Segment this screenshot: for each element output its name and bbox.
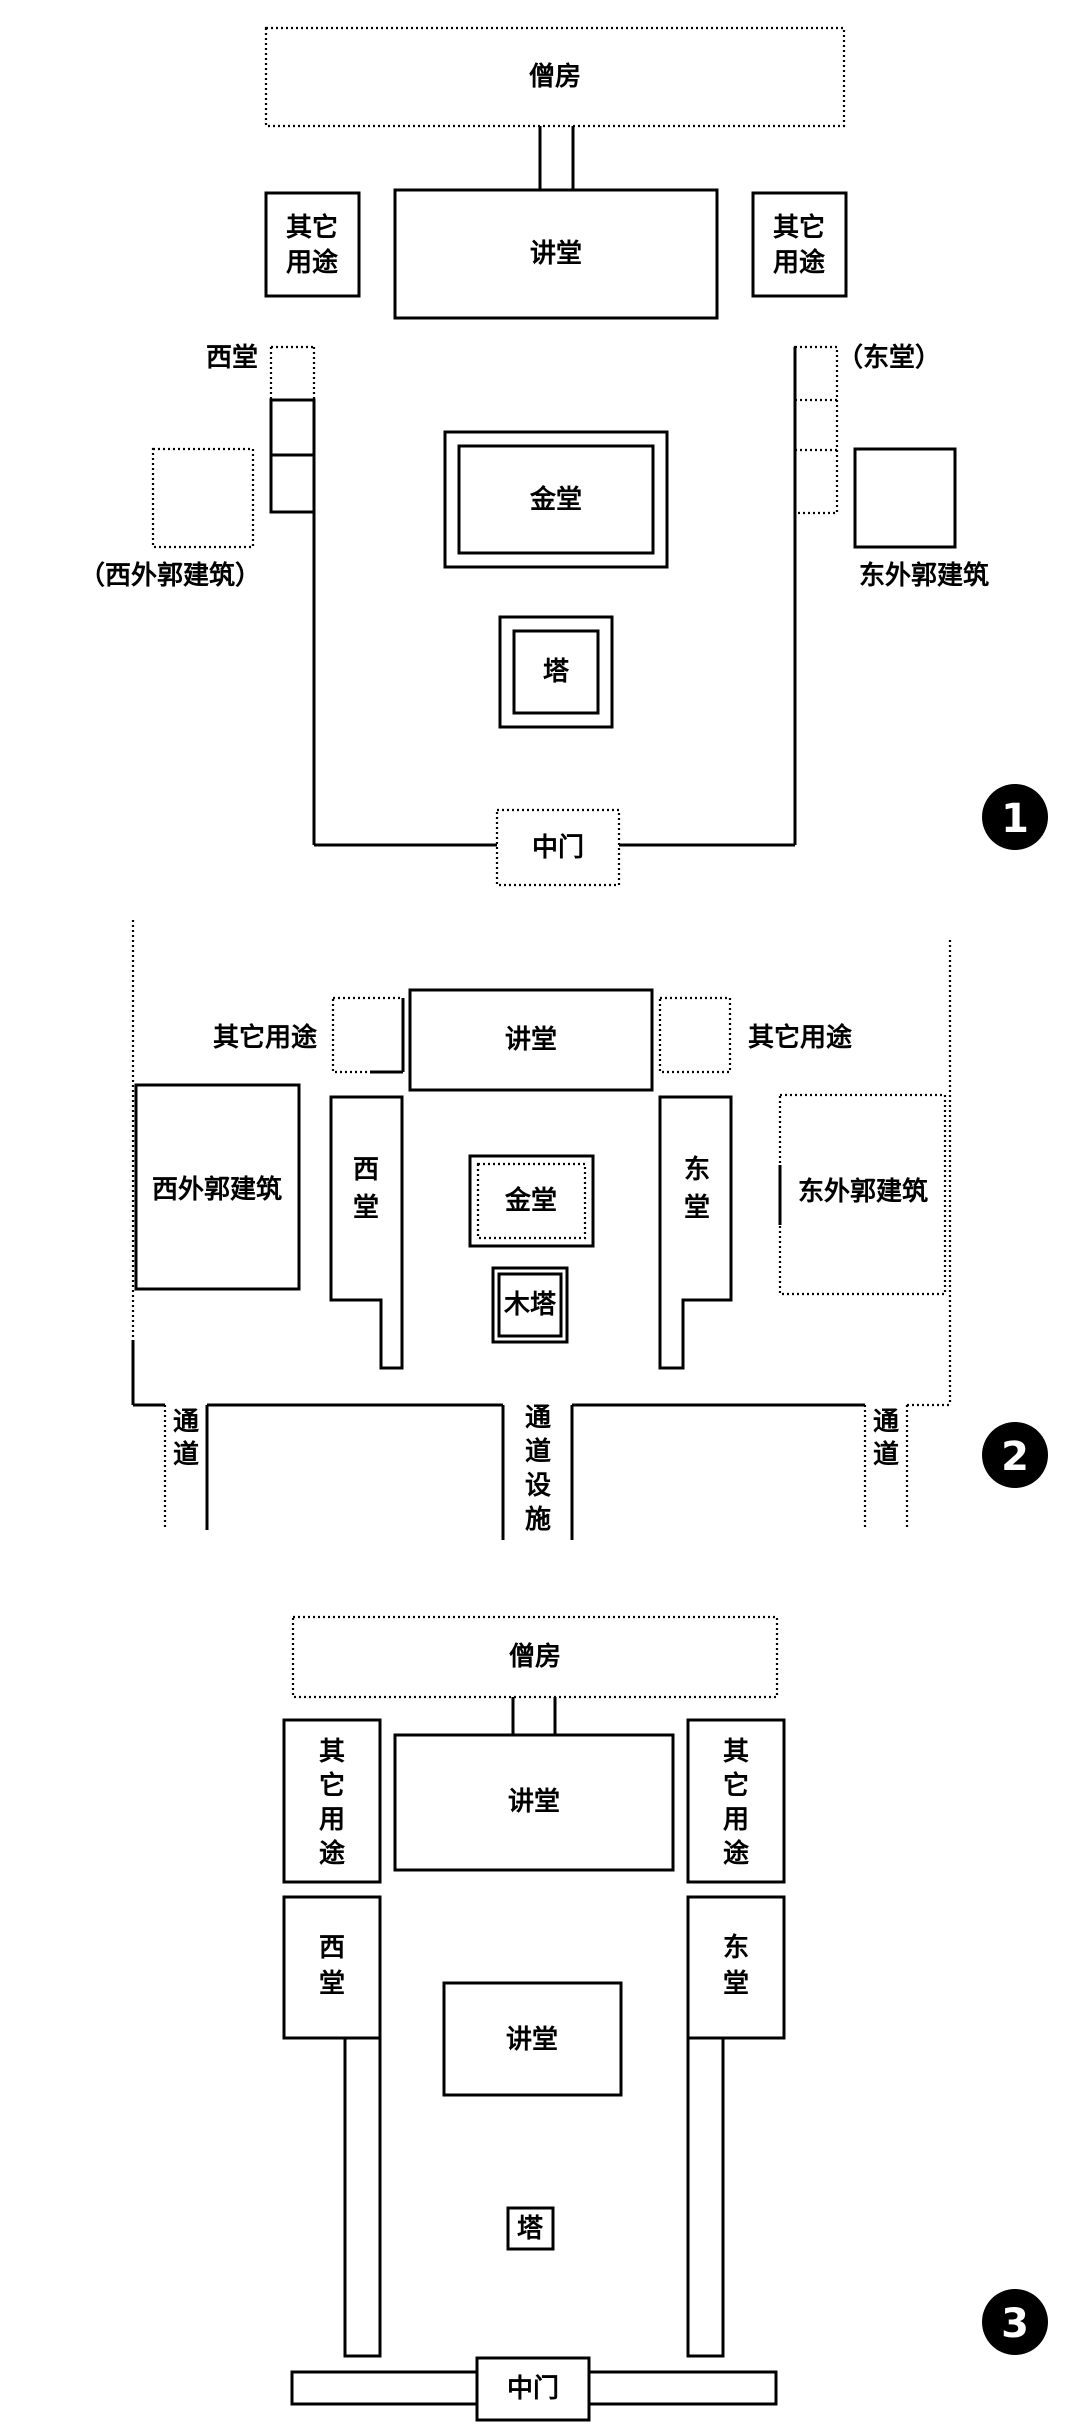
d1-west-hall-label: 西堂 — [206, 343, 258, 373]
d2-east-hall — [658, 1095, 733, 1370]
d3-other-right-line2: 它 — [723, 1770, 749, 1801]
d2-west-outer-building — [134, 1083, 301, 1291]
d2-passage-facility-line4: 施 — [525, 1504, 551, 1535]
d3-other-left-line3: 用 — [319, 1805, 345, 1835]
d1-east-corridor — [793, 345, 839, 515]
d3-west-hall — [282, 1895, 382, 2040]
d2-passage-facility-line2: 道 — [525, 1436, 551, 1467]
d3-west-corridor — [343, 2036, 382, 2358]
d1-other-right-line1: 其它 — [773, 212, 825, 243]
d3-east-corridor — [686, 2036, 725, 2358]
d3-middle-gate — [475, 2356, 591, 2422]
d2-number-badge — [982, 1422, 1048, 1488]
d1-other-left-line1: 其它 — [286, 212, 338, 243]
d3-east-hall — [686, 1895, 786, 2040]
d3-center-hall — [442, 1981, 623, 2097]
d3-east-hall-line1: 东 — [723, 1932, 749, 1963]
d1-west-outer-label: （西外郭建筑） — [79, 560, 261, 591]
d2-passage-left-line1: 通 — [173, 1407, 199, 1437]
diagram-2: 其它用途 其它用途 讲堂 西外郭建筑 东外郭建筑 西 堂 东 堂 金堂 木塔 通… — [131, 920, 1048, 1540]
d2-east-outer-building — [778, 1093, 947, 1296]
d3-lecture-hall-label: 讲堂 — [508, 1787, 560, 1817]
d1-golden-hall-inner — [457, 444, 655, 555]
d3-number-badge — [982, 2289, 1048, 2355]
d3-east-hall-line2: 堂 — [723, 1969, 749, 1999]
d3-other-right-line1: 其 — [723, 1737, 749, 1767]
d1-other-left-line2: 用途 — [286, 247, 339, 278]
d1-number: 1 — [1001, 796, 1029, 842]
d2-lecture-hall — [408, 988, 654, 1092]
d1-golden-hall-outer — [443, 430, 669, 569]
d1-pagoda-label: 塔 — [543, 657, 570, 687]
d2-east-outer-label: 东外郭建筑 — [798, 1176, 928, 1207]
d2-passage-facility-line3: 设 — [525, 1471, 551, 1501]
d2-west-hall-line1: 西 — [353, 1155, 379, 1185]
d3-center-hall-label: 讲堂 — [506, 2025, 558, 2055]
d2-west-hall-line2: 堂 — [353, 1193, 379, 1223]
d3-monk-quarters-label: 僧房 — [509, 1641, 561, 1672]
diagram-1: 僧房 讲堂 其它 用途 其它 用途 西堂 （西外郭建筑） （东堂） 东外郭建筑 — [79, 26, 1048, 887]
d1-monk-quarters-label: 僧房 — [529, 61, 581, 92]
d3-number: 3 — [1001, 2301, 1029, 2347]
d2-passage-right-line2: 道 — [873, 1439, 899, 1470]
d3-pagoda — [506, 2206, 555, 2251]
d3-other-left-line4: 途 — [319, 1838, 346, 1869]
d1-east-outer-label: 东外郭建筑 — [859, 560, 989, 591]
d1-east-outer-building — [853, 447, 957, 549]
d1-middle-gate-label: 中门 — [532, 833, 584, 863]
d3-other-right-line3: 用 — [723, 1805, 749, 1835]
d3-other-right-line4: 途 — [723, 1838, 750, 1869]
d3-other-use-left — [282, 1718, 382, 1884]
d3-pagoda-label: 塔 — [517, 2214, 544, 2244]
d2-golden-hall-outer — [468, 1154, 595, 1248]
d2-passage-right-line1: 通 — [873, 1407, 899, 1437]
d3-monk-quarters — [291, 1615, 779, 1699]
d1-other-use-right — [751, 191, 848, 298]
d1-other-right-line2: 用途 — [773, 247, 826, 278]
d1-other-use-left — [264, 191, 361, 298]
d3-west-hall-line1: 西 — [319, 1933, 345, 1963]
d1-pagoda-inner — [512, 629, 600, 715]
d2-other-right-label: 其它用途 — [748, 1022, 853, 1053]
d2-east-hall-line2: 堂 — [684, 1193, 710, 1223]
d2-other-use-right — [658, 996, 732, 1074]
d2-number: 2 — [1001, 1434, 1029, 1480]
d2-passage-facility-line1: 通 — [525, 1403, 551, 1433]
d3-middle-gate-label: 中门 — [507, 2374, 559, 2404]
d1-monk-quarters — [264, 26, 846, 128]
d1-golden-hall-label: 金堂 — [529, 484, 582, 515]
diagram-3: 僧房 讲堂 其 它 用 途 其 它 用 途 西 堂 东 堂 讲堂 塔 中门 3 — [282, 1615, 1048, 2422]
d2-west-hall — [329, 1095, 404, 1370]
d2-golden-hall-inner — [476, 1162, 587, 1240]
d3-lecture-hall — [393, 1733, 675, 1872]
d2-lecture-hall-label: 讲堂 — [505, 1025, 557, 1055]
d2-east-hall-line1: 东 — [684, 1154, 710, 1185]
d2-wooden-pagoda-outer — [491, 1266, 569, 1344]
d3-other-left-line2: 它 — [319, 1770, 345, 1801]
d1-west-outer-building — [151, 447, 255, 549]
d1-pagoda-outer — [498, 615, 614, 729]
d2-passage-left-line2: 道 — [173, 1439, 199, 1470]
d2-wooden-pagoda-label: 木塔 — [503, 1290, 557, 1320]
d2-wooden-pagoda-inner — [497, 1272, 563, 1338]
d1-lecture-hall — [393, 188, 719, 320]
d2-other-left-label: 其它用途 — [213, 1022, 318, 1053]
d3-west-hall-line2: 堂 — [319, 1969, 345, 1999]
d2-west-outer-label: 西外郭建筑 — [152, 1174, 282, 1205]
d3-other-left-line1: 其 — [319, 1737, 345, 1767]
d2-golden-hall-label: 金堂 — [504, 1185, 557, 1216]
d1-middle-gate — [495, 808, 621, 887]
d1-east-hall-label: （东堂） — [837, 342, 941, 373]
d1-number-badge — [982, 784, 1048, 850]
d2-other-use-left — [331, 996, 405, 1074]
d3-other-use-right — [686, 1718, 786, 1884]
d1-lecture-hall-label: 讲堂 — [530, 239, 582, 269]
